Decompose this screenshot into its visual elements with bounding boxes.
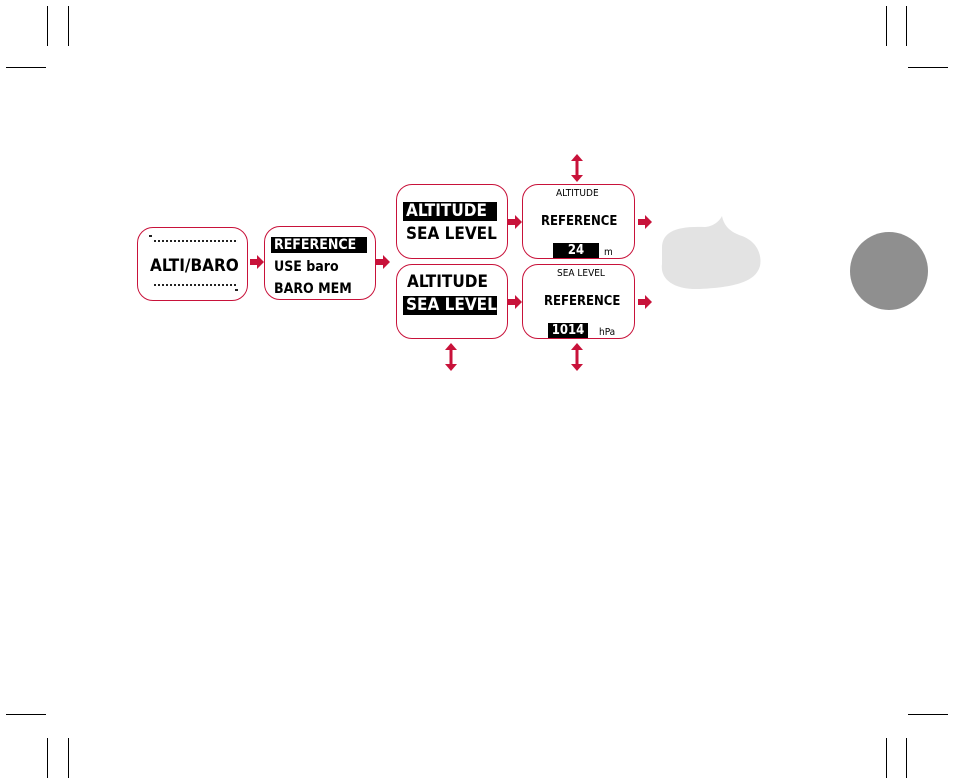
menu-item-use-baro: USE baro [274,260,339,274]
mode-title: ALTI/BARO [150,258,239,275]
screen-altitude-reference: ALTITUDE REFERENCE 24 m [522,184,635,259]
option-altitude-selected: ALTITUDE [403,202,497,221]
screen-sealevel-reference: SEA LEVEL REFERENCE 1014 hPa [522,264,635,339]
arrow-updown-icon [571,343,583,371]
section-circle [850,232,928,310]
altitude-unit: m [604,248,613,258]
altitude-value: 24 [553,243,599,258]
sealevel-value: 1014 [548,323,588,338]
option-altitude: ALTITUDE [407,274,488,291]
menu-item-baro-mem: BARO MEM [274,282,352,296]
screen-menu: REFERENCE USE baro BARO MEM [264,226,376,300]
option-sea-level-selected: SEA LEVEL [403,296,497,315]
arrow-right-icon [376,255,390,269]
arrow-right-icon [250,255,264,269]
screen-ref-sealevel: ALTITUDE SEA LEVEL [396,264,508,339]
arrow-right-icon [638,295,652,309]
screen-ref-altitude: ALTITUDE SEA LEVEL [396,184,508,259]
sealevel-unit: hPa [599,328,615,338]
speech-bubble [662,216,761,289]
menu-item-reference: REFERENCE [271,237,367,253]
arrow-right-icon [508,215,522,229]
arrow-updown-icon [445,343,457,371]
sealevel-reference-label: REFERENCE [544,295,620,308]
screen-mode: ALTI/BARO [137,227,248,301]
arrow-right-icon [508,295,522,309]
altitude-reference-label: REFERENCE [541,215,617,228]
sealevel-header: SEA LEVEL [557,269,605,279]
arrow-right-icon [638,215,652,229]
option-sea-level: SEA LEVEL [406,226,497,243]
arrow-updown-icon [571,154,583,182]
altitude-header: ALTITUDE [556,189,599,199]
